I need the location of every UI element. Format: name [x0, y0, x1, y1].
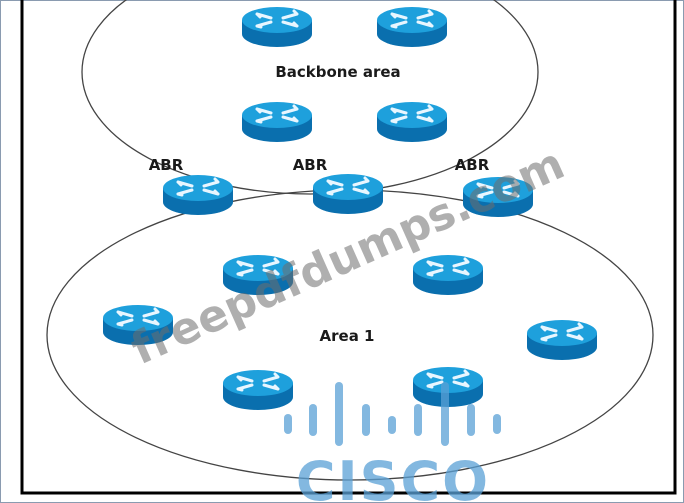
area1-router-icon	[221, 368, 295, 412]
area1-router-icon	[525, 318, 599, 362]
diagram-border	[20, 0, 677, 495]
area1-router-icon	[411, 253, 485, 297]
backbone-router-icon	[240, 5, 314, 49]
backbone-router-icon	[375, 100, 449, 144]
abr-label: ABR	[293, 156, 328, 174]
abr-label: ABR	[149, 156, 184, 174]
abr-router-icon	[311, 172, 385, 216]
abr-router-icon	[161, 173, 235, 217]
cisco-bars-icon	[284, 382, 501, 446]
backbone-area-label: Backbone area	[275, 63, 400, 81]
backbone-router-icon	[240, 100, 314, 144]
cisco-logo-text: CISCO	[296, 450, 490, 503]
abr-label: ABR	[455, 156, 490, 174]
backbone-area-boundary	[81, 0, 539, 195]
backbone-router-icon	[375, 5, 449, 49]
cisco-logo: CISCO	[284, 382, 501, 503]
area1-label: Area 1	[320, 327, 375, 345]
